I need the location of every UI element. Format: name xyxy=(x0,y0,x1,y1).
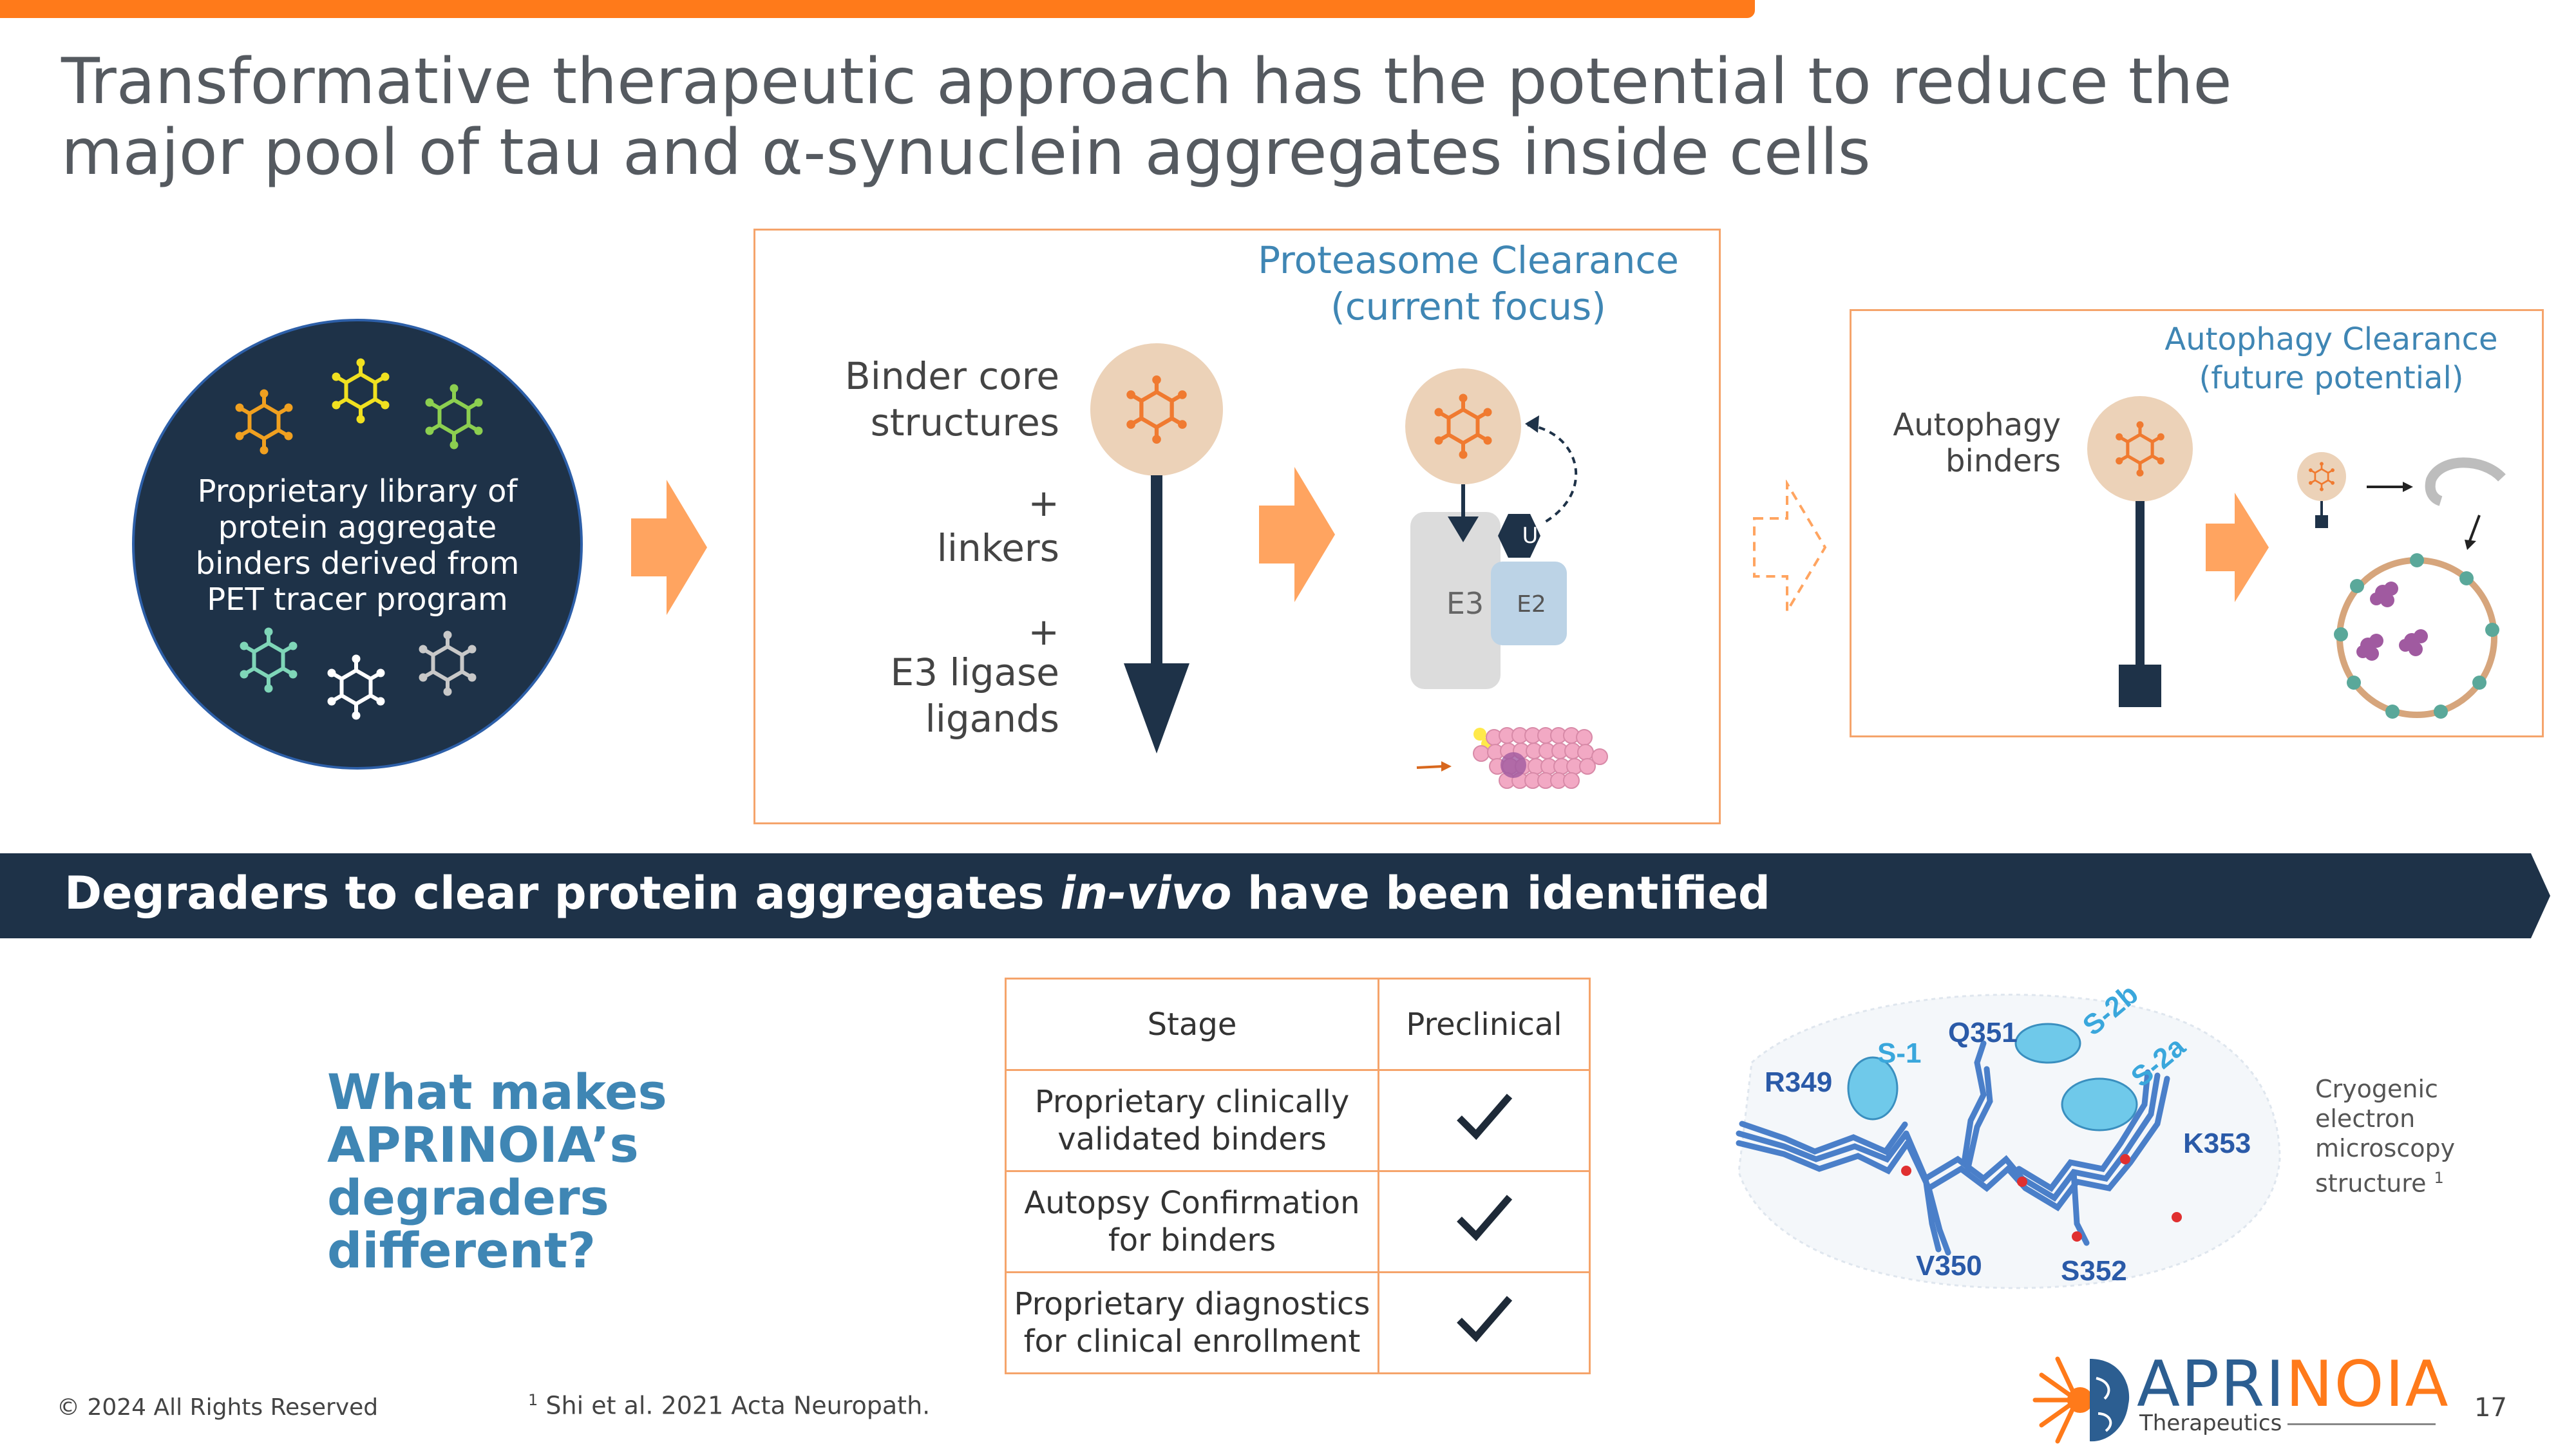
banner-text: Degraders to clear protein aggregates in… xyxy=(64,867,1770,920)
page-title-line1: Transformative therapeutic approach has … xyxy=(61,45,2232,118)
stage-table: Stage Preclinical Proprietary clinically… xyxy=(1005,978,1591,1374)
check-cell xyxy=(1378,1271,1591,1374)
molecule-icon xyxy=(240,628,297,692)
page-title-line2: major pool of tau and α-synuclein aggreg… xyxy=(61,116,1871,189)
autophagy-binders-label: Autophagy binders xyxy=(1893,407,2061,479)
check-cell xyxy=(1378,1069,1591,1172)
checkmark-icon xyxy=(1456,1194,1512,1241)
header-stage: Stage xyxy=(1005,978,1379,1071)
arrow-right-icon xyxy=(2206,493,2269,602)
binder-library-circle xyxy=(132,319,583,770)
checkmark-icon xyxy=(1456,1093,1512,1140)
brand-subtitle: Therapeutics xyxy=(2139,1410,2282,1436)
e3-ligase-label: E3 ligase ligands xyxy=(890,650,1059,741)
autophagosome-diagram xyxy=(2297,452,2506,719)
aprinoia-sun-logo-icon xyxy=(2032,1356,2130,1444)
ubiquitin-label: U xyxy=(1522,523,1539,549)
plus-sign: + xyxy=(1028,481,1059,525)
e2-label: E2 xyxy=(1517,591,1546,618)
section-banner xyxy=(0,853,2550,938)
molecule-icon xyxy=(332,359,389,423)
footnote: 1 Shi et al. 2021 Acta Neuropath. xyxy=(528,1391,931,1420)
autophagy-degrader-schematic xyxy=(2087,396,2193,707)
degrader-schematic xyxy=(1090,343,1223,753)
arrow-right-icon xyxy=(1259,467,1335,602)
residue-label: Q351 xyxy=(1948,1017,2018,1048)
brand-underline xyxy=(2287,1423,2436,1425)
site-label: S-1 xyxy=(1877,1037,1921,1069)
proteasome-panel xyxy=(753,229,1721,824)
library-text: Proprietary library of protein aggregate… xyxy=(195,473,520,618)
cryo-em-structure-image: R349 S-1 Q351 S-2b S-2a K353 V350 S352 xyxy=(1736,978,2281,1289)
brand-name: APRINOIA xyxy=(2137,1348,2450,1421)
checkmark-icon xyxy=(1456,1295,1512,1342)
proteasome-heading: Proteasome Clearance (current focus) xyxy=(1258,238,1679,328)
table-header-row: Stage Preclinical xyxy=(1005,978,1591,1071)
e3-complex-diagram xyxy=(1405,368,1608,789)
binder-core-label: Binder core structures xyxy=(844,354,1059,444)
e3-label: E3 xyxy=(1446,586,1484,621)
residue-label: S352 xyxy=(2061,1255,2127,1287)
molecule-icon xyxy=(426,384,482,449)
dashed-arrow-right-icon xyxy=(1753,480,1827,615)
check-cell xyxy=(1378,1170,1591,1273)
linkers-label: linkers xyxy=(936,526,1059,570)
molecule-icon xyxy=(328,655,384,719)
top-accent-bar xyxy=(0,0,1755,18)
arrow-right-icon xyxy=(631,480,707,615)
page-number: 17 xyxy=(2474,1393,2507,1423)
residue-label: K353 xyxy=(2183,1128,2251,1159)
residue-label: R349 xyxy=(1765,1066,1832,1098)
molecule-icon xyxy=(236,390,292,454)
autophagy-panel xyxy=(1850,309,2544,737)
autophagy-heading: Autophagy Clearance (future potential) xyxy=(2164,321,2498,396)
copyright: © 2024 All Rights Reserved xyxy=(57,1394,379,1421)
header-preclinical: Preclinical xyxy=(1378,978,1591,1071)
page-title: Transformative therapeutic approach has … xyxy=(61,46,2444,188)
structure-caption: Cryogenic electron microscopy structure … xyxy=(2315,1075,2456,1198)
plus-sign: + xyxy=(1028,610,1059,654)
molecule-icon xyxy=(419,631,476,696)
differentiation-question: What makes APRINOIA’s degraders differen… xyxy=(327,1063,667,1279)
residue-label: V350 xyxy=(1916,1250,1982,1282)
